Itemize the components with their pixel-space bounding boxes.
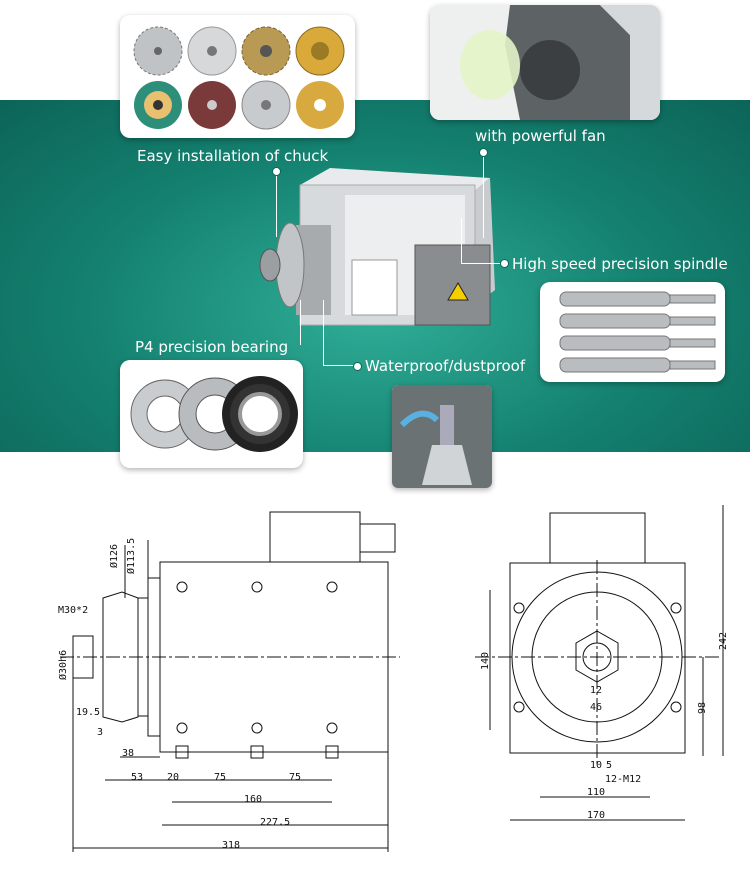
dim-d30: Ø30h6 <box>57 650 69 680</box>
feature-label-chuck: Easy installation of chuck <box>137 147 329 165</box>
callout-line <box>483 153 484 238</box>
dim-53: 53 <box>131 772 143 783</box>
dim-170: 170 <box>587 810 605 821</box>
dim-318: 318 <box>222 840 240 851</box>
dim-20: 20 <box>167 772 179 783</box>
callout-dot <box>272 167 281 176</box>
feature-label-spindle: High speed precision spindle <box>512 255 728 273</box>
feature-label-bearing: P4 precision bearing <box>135 338 289 356</box>
callout-line <box>276 172 277 237</box>
dim-75b: 75 <box>289 772 301 783</box>
dim-242: 242 <box>718 632 729 650</box>
dim-110: 110 <box>587 787 605 798</box>
callout-line <box>323 365 355 366</box>
front-view-dimensions: 140 242 98 12 46 10 5 12-M12 110 170 <box>480 632 729 821</box>
dim-d126: Ø126 <box>108 544 120 568</box>
dim-19-5: 19.5 <box>76 707 100 718</box>
front-view-drawing <box>475 505 724 821</box>
callout-dot <box>353 362 362 371</box>
spindles-image <box>559 291 716 373</box>
dim-140: 140 <box>480 652 491 670</box>
callout-dot <box>500 259 509 268</box>
dim-5: 5 <box>606 760 612 771</box>
dim-38: 38 <box>122 748 134 759</box>
side-view-dimensions: M30*2 Ø126 Ø113.5 Ø30h6 19.5 3 38 53 20 … <box>57 538 301 851</box>
callout-line <box>461 218 462 263</box>
waterproof-photo-panel <box>392 385 492 488</box>
bearing-photo-panel <box>120 360 303 468</box>
callout-line <box>323 300 324 365</box>
dim-160: 160 <box>244 794 262 805</box>
fan-photo <box>430 5 660 120</box>
side-view-drawing <box>60 511 400 852</box>
callout-line <box>461 263 503 264</box>
callout-line <box>300 300 301 345</box>
dim-holes: 12-M12 <box>605 774 641 785</box>
bearings-image <box>130 376 298 452</box>
dim-75a: 75 <box>214 772 226 783</box>
callout-dot <box>479 148 488 157</box>
dim-46: 46 <box>590 702 602 713</box>
dim-d113: Ø113.5 <box>125 538 137 574</box>
spindle-photo-panel <box>540 282 725 382</box>
waterproof-image <box>392 385 492 488</box>
dim-12: 12 <box>590 685 602 696</box>
saw-blades-image <box>133 26 345 130</box>
feature-label-waterproof: Waterproof/dustproof <box>365 357 526 375</box>
dim-3: 3 <box>97 727 103 738</box>
dim-10: 10 <box>590 760 602 771</box>
feature-label-fan: with powerful fan <box>475 127 606 145</box>
dim-thread: M30*2 <box>58 605 88 616</box>
saw-blades-panel <box>120 15 355 138</box>
fan-photo-panel <box>430 5 660 120</box>
dim-98: 98 <box>697 702 708 714</box>
dim-227-5: 227.5 <box>260 817 290 828</box>
